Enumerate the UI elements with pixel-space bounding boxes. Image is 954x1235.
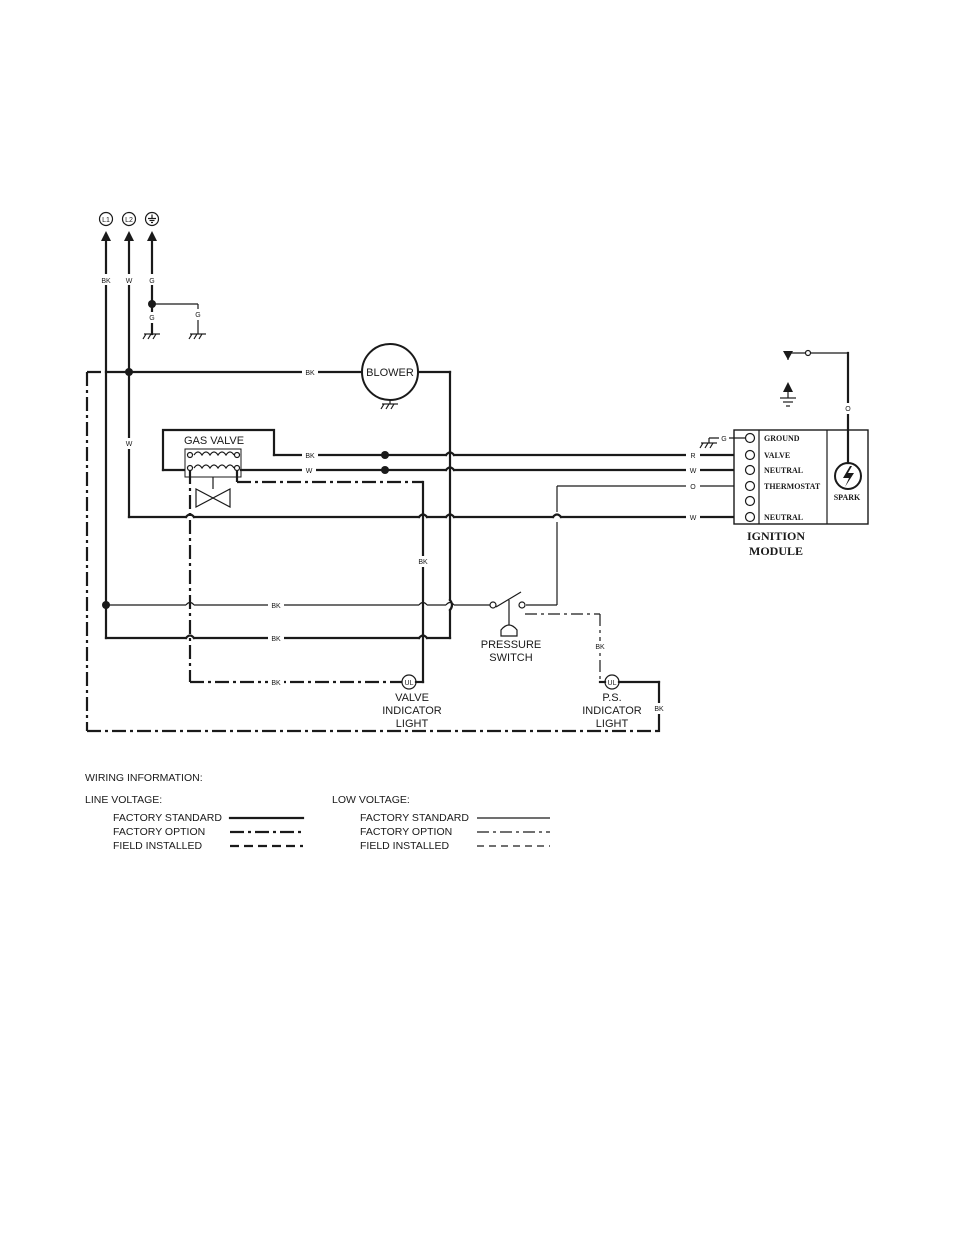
- legend-line-field-installed: FIELD INSTALLED: [113, 840, 202, 852]
- wire-label-w-valve: W: [306, 468, 313, 475]
- wire-label-g-chassis-1: G: [149, 315, 154, 322]
- pressure-switch-label-1: PRESSURE: [481, 639, 542, 651]
- coil-icon: [193, 451, 235, 457]
- spark-electrode-icon: [783, 351, 793, 360]
- l1-label: L1: [102, 217, 110, 224]
- wire-label-bk-valve-light: BK: [271, 680, 281, 687]
- wire-label-g-chassis-2: G: [195, 312, 200, 319]
- wire-label-bk-blower: BK: [305, 370, 315, 377]
- valve-light-label-2: INDICATOR: [382, 705, 442, 717]
- ps-light-label-3: LIGHT: [596, 718, 629, 730]
- ground-icon: [144, 211, 160, 227]
- valve-icon: [195, 488, 231, 508]
- module-ground-icon: [699, 438, 717, 449]
- hot-bus: BK: [104, 633, 452, 644]
- spark-lead: O: [780, 349, 854, 465]
- l2-terminal: [121, 211, 137, 227]
- wire-label-bk-ps-light: BK: [595, 644, 605, 651]
- lightning-icon: [843, 466, 854, 487]
- valve-light-label-1: VALVE: [395, 692, 429, 704]
- legend-low-voltage: LOW VOLTAGE:: [332, 794, 410, 806]
- switch-blade: [495, 591, 522, 608]
- wire-label-w-neutral: W: [690, 468, 697, 475]
- module-title-1: IGNITION: [747, 529, 805, 543]
- wiring-legend: WIRING INFORMATION: LINE VOLTAGE: LOW VO…: [85, 772, 550, 852]
- l1-arrow-icon: [101, 231, 111, 241]
- coil-icon: [193, 464, 235, 470]
- blower-circuit: BK BLOWER: [104, 343, 454, 640]
- gas-valve-label: GAS VALVE: [184, 435, 244, 447]
- spark-label: SPARK: [834, 493, 861, 502]
- chassis-ground-icon: [142, 333, 160, 340]
- switch-contact: [518, 601, 526, 609]
- wire-label-bk-bus: BK: [271, 636, 281, 643]
- wire-label-bk-ps: BK: [271, 603, 281, 610]
- terminal-label-neutral-2: NEUTRAL: [764, 513, 803, 522]
- ground-electrode-icon: [783, 382, 793, 392]
- ps-indicator-circuit: UL BK P.S. INDICATOR LIGHT: [582, 674, 666, 733]
- terminal-spare: [744, 495, 756, 507]
- l2-arrow-icon: [124, 231, 134, 241]
- wire-label-w-l2: W: [126, 278, 133, 285]
- terminal-thermostat: [744, 480, 756, 492]
- terminal-ground: [744, 432, 756, 444]
- ignition-module: GROUND VALVE NEUTRAL THERMOSTAT NEUTRAL …: [699, 429, 869, 558]
- wire-label-bk-valve: BK: [305, 453, 315, 460]
- blower-ground-icon: [380, 400, 398, 410]
- wire-label-o-spark: O: [845, 406, 851, 413]
- blower-label: BLOWER: [366, 367, 414, 379]
- valve-light-symbol: UL: [405, 680, 414, 687]
- l1-terminal: [98, 211, 114, 227]
- terminal-label-thermostat: THERMOSTAT: [764, 482, 821, 491]
- pressure-switch-label-2: SWITCH: [489, 652, 532, 664]
- terminal-neutral-2: [744, 511, 756, 523]
- legend-low-factory-standard: FACTORY STANDARD: [360, 812, 469, 824]
- wire-label-r-valve: R: [690, 453, 695, 460]
- wire-label-g-supply: G: [149, 278, 154, 285]
- thermostat-wire: O: [526, 481, 738, 606]
- legend-title: WIRING INFORMATION:: [85, 772, 203, 784]
- legend-line-factory-standard: FACTORY STANDARD: [113, 812, 222, 824]
- wire-label-o-thermostat: O: [690, 484, 696, 491]
- chassis-ground-icon: [188, 333, 206, 340]
- wire-label-w-l2-vertical: W: [126, 441, 133, 448]
- valve-indicator-circuit: BK BK UL VALVE INDICATOR LIGHT: [188, 470, 442, 730]
- terminal-label-valve: VALVE: [764, 451, 790, 460]
- wire-label-bk-ps-return: BK: [654, 706, 664, 713]
- legend-line-voltage: LINE VOLTAGE:: [85, 794, 162, 806]
- supply-terminals: L1 L2: [98, 211, 160, 241]
- ground-arrow-icon: [147, 231, 157, 241]
- wire-label-g-module: G: [721, 436, 726, 443]
- pressure-switch: BK PRESSURE SWITCH BK: [102, 591, 607, 682]
- terminal-valve: [744, 449, 756, 461]
- ps-light-label-2: INDICATOR: [582, 705, 642, 717]
- supply-wires: BK W G G G: [100, 238, 206, 640]
- switch-contact: [489, 601, 497, 609]
- terminal-neutral: [744, 464, 756, 476]
- ps-light-symbol: UL: [608, 680, 617, 687]
- terminal-label-neutral: NEUTRAL: [764, 466, 803, 475]
- wire-label-bk-valve-light-v: BK: [418, 559, 428, 566]
- legend-line-factory-option: FACTORY OPTION: [113, 826, 205, 838]
- pressure-diaphragm-icon: [500, 624, 518, 637]
- legend-low-field-installed: FIELD INSTALLED: [360, 840, 449, 852]
- l2-label: L2: [125, 217, 133, 224]
- legend-low-factory-option: FACTORY OPTION: [360, 826, 452, 838]
- terminal-label-ground: GROUND: [764, 434, 800, 443]
- option-loop: [85, 370, 659, 733]
- wire-label-w-neutral-2: W: [690, 515, 697, 522]
- gas-valve: GAS VALVE: [161, 428, 276, 508]
- valve-light-label-3: LIGHT: [396, 718, 429, 730]
- valve-wires: BK R W W: [239, 450, 740, 476]
- ps-light-label-1: P.S.: [602, 692, 621, 704]
- wire-label-bk-l1: BK: [101, 278, 111, 285]
- module-title-2: MODULE: [749, 544, 803, 558]
